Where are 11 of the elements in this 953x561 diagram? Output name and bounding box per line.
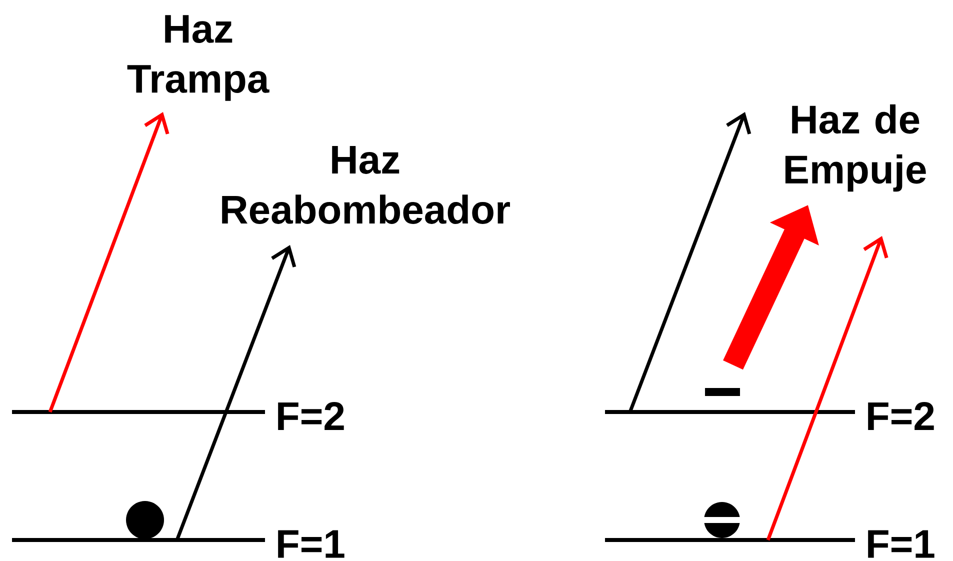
arrow <box>766 236 888 541</box>
level-label: F=2 <box>278 402 344 430</box>
level-label: F=1 <box>278 530 344 558</box>
beam-label: Haz de Empuje <box>785 104 926 192</box>
level-label: F=2 <box>868 402 934 430</box>
arrow <box>175 245 296 541</box>
arrow <box>628 112 752 413</box>
beam-label: Haz Reabombeador <box>222 146 510 224</box>
level-label: F=1 <box>868 530 934 558</box>
beam-label: Haz Trampa <box>127 15 270 101</box>
arrow <box>48 112 170 413</box>
